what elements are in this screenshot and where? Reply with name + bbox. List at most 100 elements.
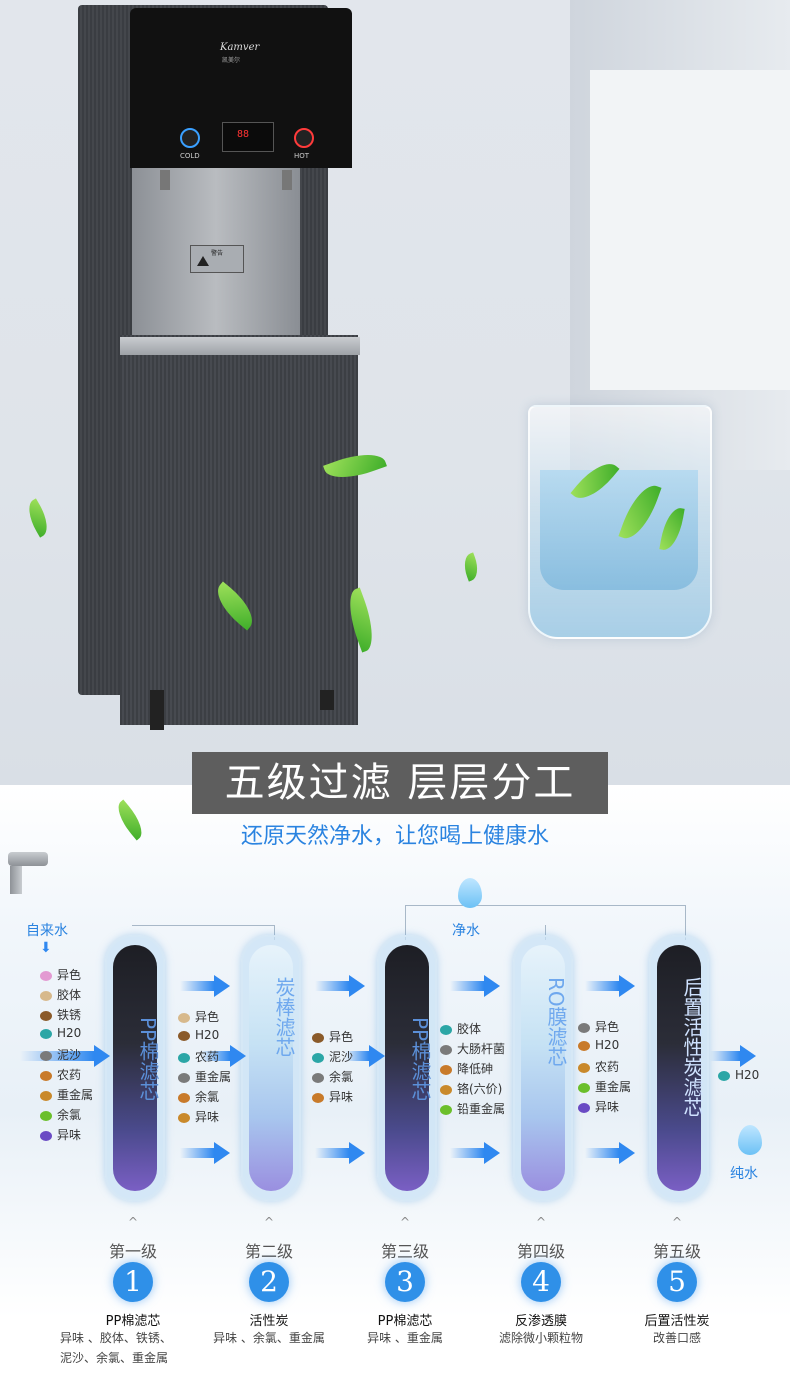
- cartridge-label: 炭棒滤芯: [272, 977, 296, 1057]
- stage-title: 后置活性炭: [644, 1314, 710, 1329]
- pipe: [405, 905, 406, 940]
- flow-arrow: [585, 975, 635, 997]
- stage-title: PP棉滤芯: [377, 1314, 433, 1329]
- stage-name: 第一级: [108, 1242, 157, 1261]
- flow-arrow: [315, 975, 365, 997]
- tap-water-label: 自来水: [26, 923, 68, 939]
- impurity-item: 泥沙: [40, 1046, 81, 1063]
- impurity-item: 异色: [178, 1008, 219, 1025]
- warning-label: 警告: [210, 250, 223, 257]
- impurity-item: 异味: [178, 1108, 219, 1125]
- impurity-item: 余氯: [312, 1068, 353, 1085]
- impurity-icon: [578, 1102, 590, 1113]
- stage-caret: ^: [399, 1215, 411, 1229]
- stage-caret: ^: [263, 1215, 275, 1229]
- water-drop-icon: [738, 1125, 762, 1155]
- cartridge-4: RO膜滤芯: [513, 935, 573, 1201]
- impurity-icon: [40, 1130, 52, 1141]
- impurity-item: 重金属: [178, 1068, 231, 1085]
- stage-description: 异味 、胶体、铁锈、: [60, 1331, 172, 1345]
- impurity-item: 铁锈: [40, 1006, 81, 1023]
- temperature-display: 88: [222, 122, 274, 152]
- impurity-icon: [178, 1072, 190, 1083]
- impurity-item: 胶体: [440, 1020, 481, 1037]
- stage-title: 反渗透膜: [514, 1314, 567, 1329]
- stage-caret: ^: [127, 1215, 139, 1229]
- stage-caret: ^: [535, 1215, 547, 1229]
- pipe: [405, 905, 685, 906]
- flow-arrow: [585, 1142, 635, 1164]
- warning-sticker: 警告: [190, 245, 244, 273]
- cartridge-label: RO膜滤芯: [544, 977, 568, 1067]
- impurity-icon: [440, 1064, 452, 1075]
- flow-arrow: [710, 1045, 756, 1067]
- dispenser-cabinet: [120, 335, 358, 725]
- impurity-item: 胶体: [40, 986, 81, 1003]
- impurity-item: H20: [40, 1026, 81, 1040]
- impurity-icon: [578, 1082, 590, 1093]
- dispenser-foot: [150, 690, 164, 730]
- impurity-item: 铬(六价): [440, 1080, 502, 1097]
- impurity-icon: [178, 1112, 190, 1123]
- impurity-item: 重金属: [40, 1086, 93, 1103]
- stage-name: 第二级: [244, 1242, 293, 1261]
- stage-number-badge: 2: [249, 1262, 289, 1302]
- impurity-icon: [40, 1050, 52, 1061]
- display-value: 88: [237, 129, 250, 140]
- impurity-item: H20: [578, 1038, 619, 1052]
- impurity-item: H20: [178, 1028, 219, 1042]
- impurity-icon: [40, 1110, 52, 1121]
- stage-description: 异味 、重金属: [367, 1331, 443, 1345]
- flow-arrow: [180, 1142, 230, 1164]
- cartridge-2: 炭棒滤芯: [241, 935, 301, 1201]
- stage-number-badge: 4: [521, 1262, 561, 1302]
- impurity-item: 重金属: [578, 1078, 631, 1095]
- dispenser-foot: [320, 690, 334, 710]
- cartridge-1: PP棉滤芯: [105, 935, 165, 1201]
- cold-label: COLD: [180, 152, 200, 160]
- impurity-item: 农药: [178, 1048, 219, 1065]
- stage-title: 活性炭: [249, 1314, 289, 1329]
- impurity-icon: [312, 1032, 324, 1043]
- leaf-icon: [459, 552, 483, 582]
- impurity-item: 农药: [578, 1058, 619, 1075]
- cartridge-label: 后置活性炭滤芯: [680, 977, 704, 1117]
- output-item: H20: [718, 1068, 759, 1082]
- leaf-icon: [22, 498, 54, 538]
- impurity-icon: [40, 1028, 52, 1039]
- brand-logo-cn: 凯美尔: [222, 57, 241, 64]
- hot-label: HOT: [294, 152, 310, 160]
- impurity-item: 铅重金属: [440, 1100, 505, 1117]
- impurity-icon: [440, 1084, 452, 1095]
- impurity-icon: [312, 1092, 324, 1103]
- flow-arrow: [450, 1142, 500, 1164]
- headline-subtitle: 还原天然净水，让您喝上健康水: [240, 824, 549, 849]
- impurity-item: 异味: [312, 1088, 353, 1105]
- faucet-icon: [8, 852, 48, 866]
- stage-description: 异味 、余氯、重金属: [213, 1331, 325, 1345]
- flow-arrow: [315, 1142, 365, 1164]
- impurity-icon: [178, 1030, 190, 1041]
- hot-faucet: [282, 170, 292, 190]
- warning-icon: [197, 256, 209, 266]
- stage-description: 滤除微小颗粒物: [498, 1331, 583, 1345]
- pipe: [545, 925, 546, 940]
- impurity-item: 农药: [40, 1066, 81, 1083]
- product-photo: Kamver 凯美尔 COLD HOT 88 警告: [0, 0, 790, 785]
- impurity-icon: [40, 1070, 52, 1081]
- pipe: [685, 905, 686, 940]
- stage-number-badge: 5: [657, 1262, 697, 1302]
- impurity-item: 大肠杆菌: [440, 1040, 505, 1057]
- impurity-icon: [178, 1012, 190, 1023]
- impurity-icon: [178, 1092, 190, 1103]
- clean-water-label: 净水: [452, 923, 480, 939]
- impurity-icon: [40, 1010, 52, 1021]
- stage-description: 泥沙、余氯、重金属: [60, 1351, 169, 1365]
- cartridge-label: PP棉滤芯: [408, 1017, 432, 1102]
- cartridge-3: PP棉滤芯: [377, 935, 437, 1201]
- impurity-item: 余氯: [40, 1106, 81, 1123]
- brand-logo: Kamver: [220, 42, 260, 53]
- impurity-icon: [578, 1062, 590, 1073]
- impurity-icon: [312, 1072, 324, 1083]
- cartridge-5: 后置活性炭滤芯: [649, 935, 709, 1201]
